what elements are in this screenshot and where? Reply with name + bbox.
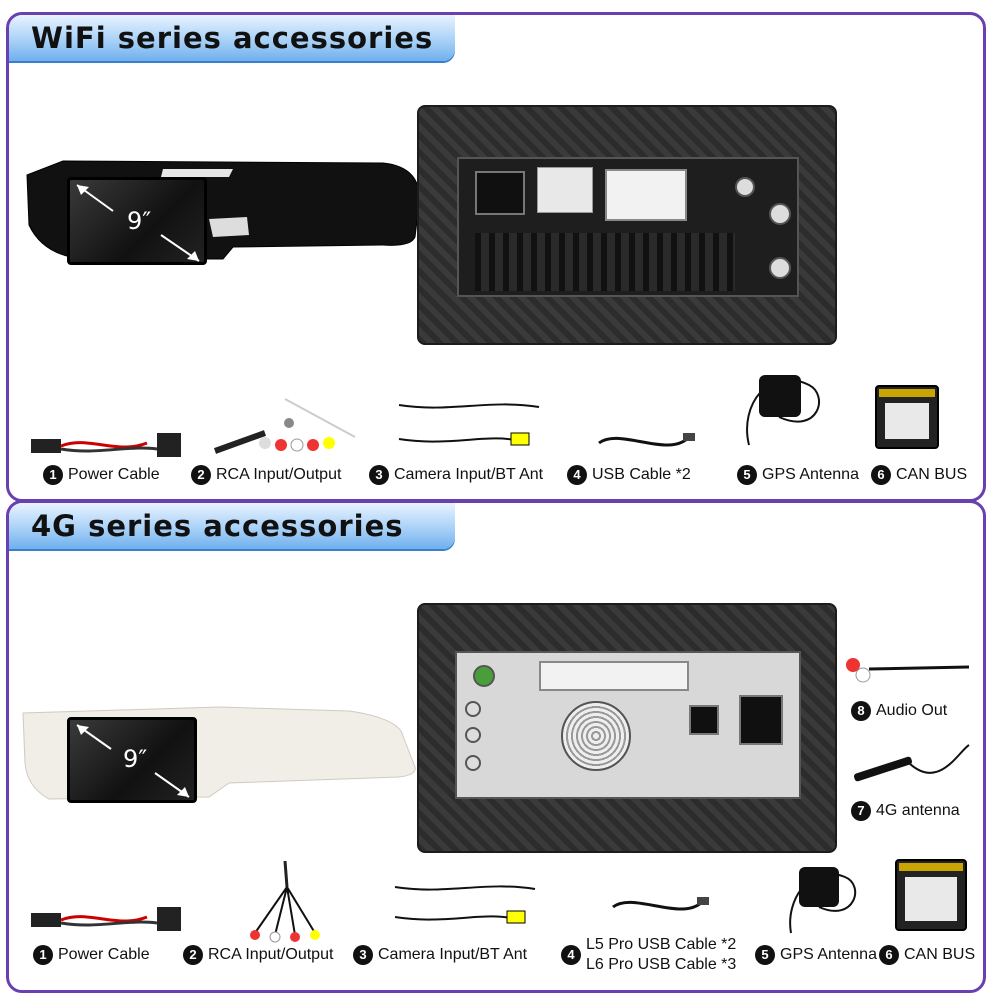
wifi-section: WiFi series accessories 9″ — [6, 12, 986, 502]
head-unit-back — [417, 603, 837, 853]
dashboard-frame-white: 9″ — [19, 703, 419, 813]
camera-cable-image — [385, 877, 545, 937]
section-title: 4G series accessories — [31, 509, 404, 543]
head-unit-back — [417, 105, 837, 345]
canbus-module-image — [875, 385, 939, 449]
audio-out-cable-image — [839, 651, 979, 691]
power-cable-image — [27, 425, 187, 465]
rca-cable-image — [235, 857, 345, 943]
section-title: WiFi series accessories — [31, 21, 434, 55]
section-banner: WiFi series accessories — [9, 15, 455, 61]
usb-cable-image — [603, 887, 713, 927]
screen-size-label: 9″ — [127, 207, 152, 235]
screen-size-label: 9″ — [123, 745, 148, 773]
canbus-module-image — [895, 859, 967, 931]
gps-antenna-image — [729, 365, 839, 455]
section-banner: 4G series accessories — [9, 503, 455, 549]
4g-antenna-image — [849, 741, 979, 801]
camera-cable-image — [389, 393, 549, 463]
gps-antenna-image — [775, 859, 875, 939]
dashboard-frame-black: 9″ — [23, 155, 423, 270]
rca-cable-image — [205, 393, 365, 471]
power-cable-image — [27, 899, 187, 939]
usb-cable-image — [589, 423, 699, 463]
